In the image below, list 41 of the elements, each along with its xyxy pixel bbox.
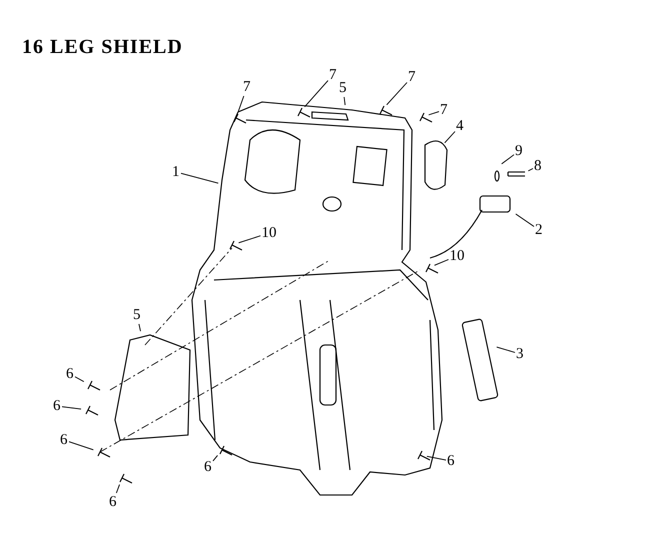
leader-line (74, 376, 84, 382)
page-title: 16 LEG SHIELD (22, 36, 183, 59)
leader-line (212, 454, 218, 462)
callout-number: 6 (53, 398, 60, 414)
callout-number: 3 (516, 346, 524, 362)
leader-line (426, 456, 446, 460)
leader-line (138, 324, 141, 332)
leader-line (386, 82, 408, 106)
leader-line (515, 214, 534, 227)
callout-number: 7 (243, 79, 250, 95)
callout-number: 6 (60, 432, 68, 448)
callout-number: 9 (515, 143, 522, 159)
callout-number: 6 (204, 459, 212, 475)
leader-line (116, 484, 120, 494)
leader-line (501, 154, 514, 164)
leader-line (428, 111, 440, 116)
leader-line (238, 235, 261, 244)
callout-number: 1 (172, 164, 180, 180)
leader-line (68, 441, 94, 450)
leader-line (444, 131, 456, 144)
callout-number: 2 (535, 222, 542, 238)
callout-number: 5 (339, 80, 346, 96)
leader-line (344, 96, 346, 106)
leader-line (434, 259, 449, 266)
leader-line (496, 346, 516, 353)
callout-number: 4 (456, 118, 464, 134)
callout-number: 5 (133, 307, 140, 323)
callout-number: 7 (408, 69, 416, 85)
callout-number: 6 (109, 494, 116, 510)
leader-line (304, 80, 328, 108)
leader-line (528, 168, 534, 172)
callout-number: 8 (534, 158, 542, 174)
leader-line (238, 96, 244, 112)
callout-number: 6 (66, 366, 74, 382)
callout-number: 6 (447, 453, 454, 469)
leader-line (180, 172, 219, 184)
callout-number: 10 (450, 248, 464, 264)
callout-number: 7 (329, 67, 336, 83)
leader-line (62, 406, 82, 410)
callout-number: 10 (262, 225, 276, 241)
callout-number: 7 (440, 102, 448, 118)
